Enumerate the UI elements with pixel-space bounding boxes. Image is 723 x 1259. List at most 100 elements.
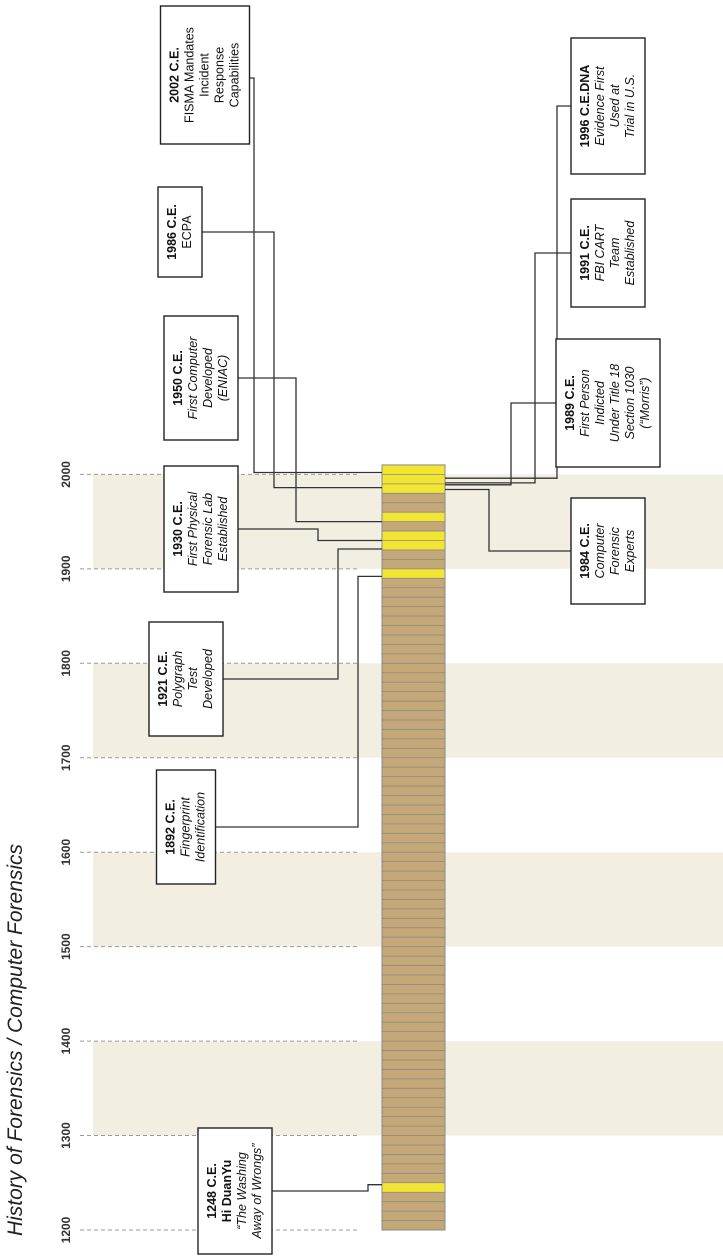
event-connectors [202, 77, 571, 1192]
connector-1996 [445, 105, 571, 479]
event-text-line: Trial in U.S. [623, 74, 637, 138]
event-text-line: 1996 C.E.DNA [578, 65, 592, 148]
bar-body [381, 464, 446, 1231]
event-text-line: 1892 C.E. [164, 799, 178, 855]
event-box-frame [159, 5, 251, 145]
event-text-line: Away of Wrongs” [250, 1143, 264, 1240]
event-box-frame [148, 621, 224, 737]
highlight-segment [382, 540, 445, 550]
event-text-line: Fingerprint [179, 797, 193, 857]
century-label: 1700 [59, 744, 73, 771]
event-text-line: First Person [578, 369, 592, 436]
event-text-line: Identification [194, 792, 208, 862]
event-box-frame [197, 1127, 273, 1255]
timeline-bar [381, 464, 446, 1231]
event-text-line: Experts [623, 530, 637, 572]
highlight-segment [382, 568, 445, 579]
event-text-line: (ENIAC) [216, 355, 230, 402]
event-box-frame [570, 497, 646, 605]
century-label: 1200 [59, 1216, 73, 1243]
connector-1950 [238, 377, 382, 523]
event-box-frame [555, 338, 661, 468]
century-label: 1400 [59, 1027, 73, 1054]
highlight-segment [382, 512, 445, 522]
diagram-title: History of Forensics / Computer Forensic… [4, 843, 27, 1236]
event-text-line: Used at [608, 84, 622, 128]
century-tick-labels: 1200 1300 1400 1500 1600 1700 1800 1900 2000 [59, 461, 73, 1244]
connector-1991 [445, 252, 571, 484]
event-text-line: ECPA [180, 215, 194, 249]
event-text-line: Response [213, 47, 227, 103]
connector-1989 [445, 402, 556, 486]
century-label: 2000 [59, 461, 73, 488]
event-text-line: Incident [198, 53, 212, 97]
event-box-frame [570, 198, 646, 308]
event-text-line: 1986 C.E. [165, 204, 179, 260]
connector-2002 [249, 77, 382, 474]
event-box-frame [163, 315, 239, 441]
event-text-line: 2002 C.E. [168, 47, 182, 103]
connector-1248 [272, 1184, 382, 1192]
event-text-line: 1950 C.E. [171, 350, 185, 406]
highlight-segment [382, 483, 445, 494]
event-text-line: First Physical [186, 491, 200, 567]
bar-outline [381, 464, 446, 1231]
event-text-line: Section 1030 [623, 366, 637, 439]
event-text-line: Hi DuanYu [220, 1160, 234, 1223]
event-text-line: 1930 C.E. [171, 501, 185, 557]
highlight-segment [382, 464, 445, 475]
event-text-line: 1991 C.E. [578, 225, 592, 281]
connector-1986 [202, 231, 382, 489]
event-text-line: 1984 C.E. [578, 523, 592, 579]
event-text-line: Computer [593, 523, 607, 579]
event-text-line: Forensic Lab [201, 493, 215, 565]
century-label: 1500 [59, 933, 73, 960]
event-text-line: First Computer [186, 336, 200, 419]
event-text-line: Developed [201, 347, 215, 408]
connector-1892 [215, 575, 382, 828]
event-text-line: 1248 C.E. [205, 1163, 219, 1219]
highlight-segment [382, 531, 445, 541]
event-text-line: 1921 C.E. [156, 651, 170, 707]
event-text-line: “The Washing [235, 1152, 249, 1230]
event-text-line: (“Morris”) [638, 377, 652, 428]
event-text-line: Team [608, 238, 622, 269]
century-label: 1600 [59, 839, 73, 866]
event-box-frame [155, 769, 217, 885]
event-box-frame [163, 465, 239, 593]
event-text-line: Developed [201, 648, 215, 709]
event-text-line: Established [216, 496, 230, 562]
century-label: 1300 [59, 1122, 73, 1149]
event-text-line: Indicted [593, 380, 607, 425]
event-text-line: Under Title 18 [608, 364, 622, 442]
century-label: 1800 [59, 650, 73, 677]
highlight-segment [382, 474, 445, 484]
event-text-line: Capabilities [228, 43, 242, 108]
event-text-line: Polygraph [171, 651, 185, 707]
event-box-1986: 1986 C.E.ECPA [157, 186, 203, 278]
connector-1930 [238, 528, 382, 542]
event-text-line: Test [186, 667, 200, 691]
connector-1921 [223, 548, 382, 680]
event-text-line: FISMA Mandates [183, 27, 197, 123]
event-text-line: 1989 C.E. [563, 375, 577, 431]
connector-1984 [445, 488, 571, 552]
highlight-segment [382, 1182, 445, 1193]
event-box-frame [157, 186, 203, 278]
event-text-line: Established [623, 220, 637, 286]
century-label: 1900 [59, 555, 73, 582]
event-text-line: FBI CART [593, 223, 607, 281]
